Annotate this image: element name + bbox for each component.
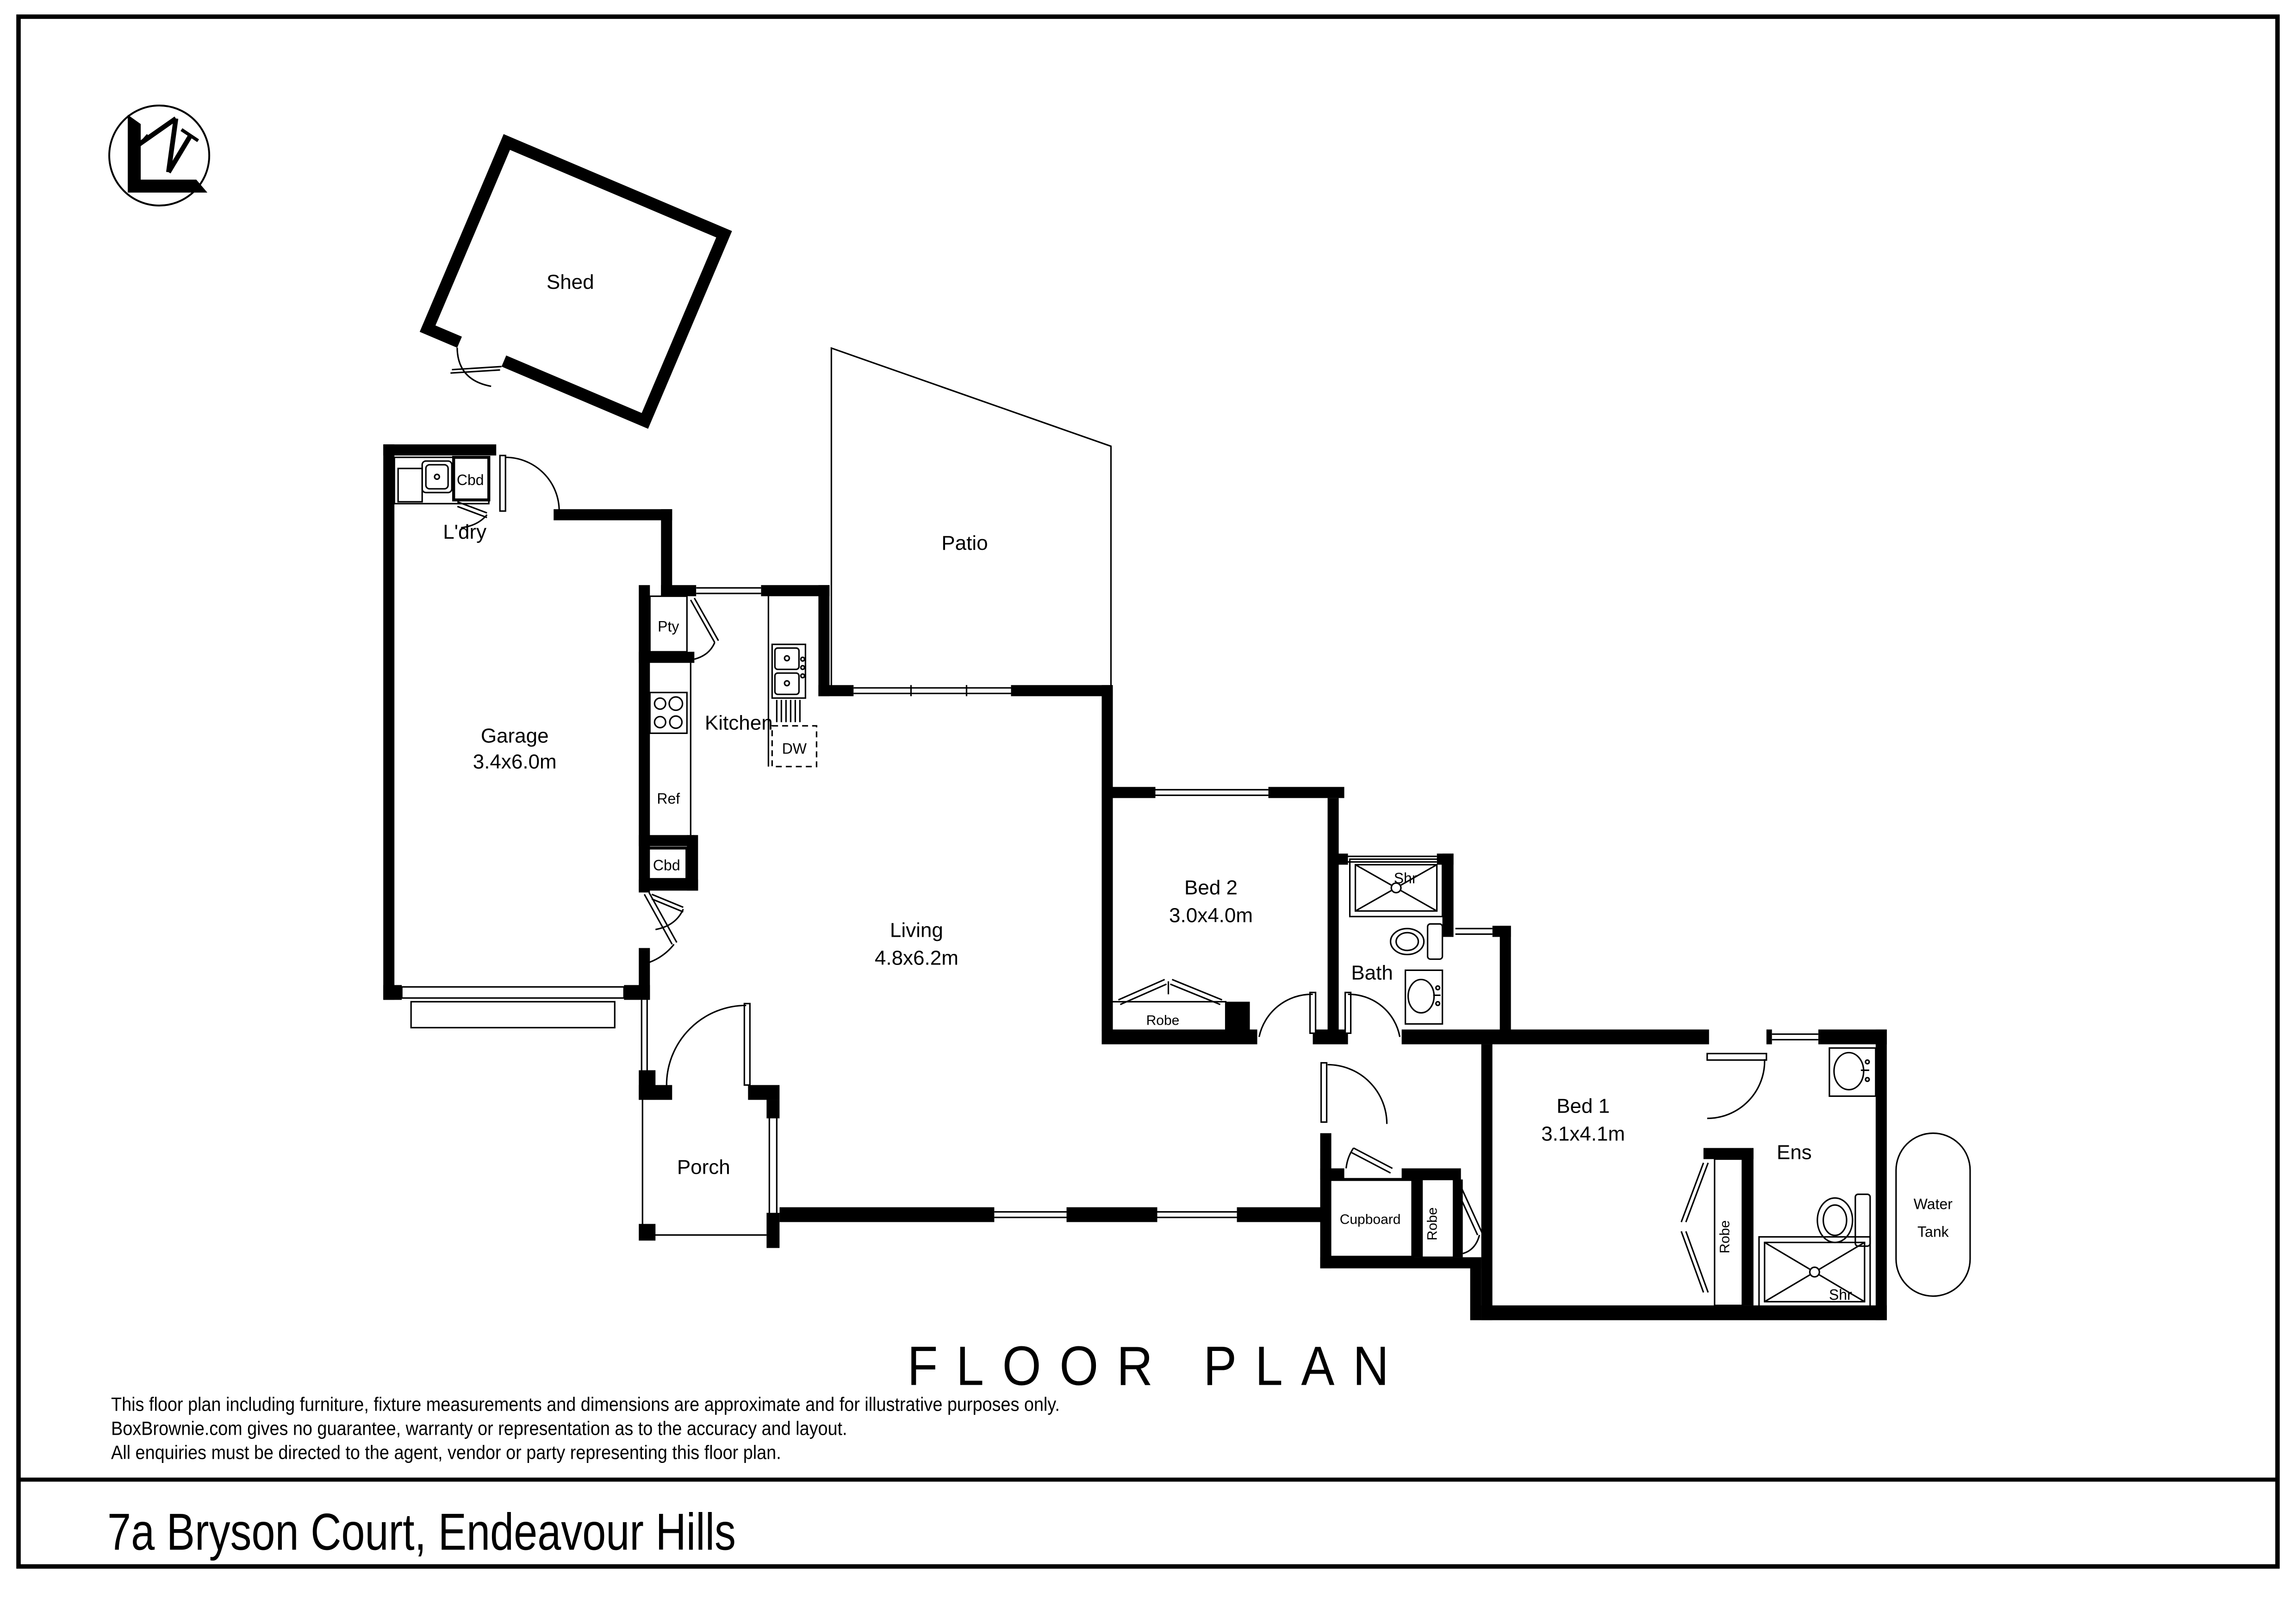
pantry-label: Pty bbox=[658, 618, 679, 635]
shed-door-opening bbox=[456, 336, 507, 368]
patio-outline bbox=[830, 347, 1112, 690]
garage-door bbox=[401, 986, 625, 1029]
ensuite-shower bbox=[1758, 1236, 1871, 1308]
room-labels: L'dry Cbd Garage 3.4x6.0m Pty Kitchen DW… bbox=[443, 472, 1953, 1303]
front-door bbox=[666, 1002, 751, 1086]
bed1-robe bbox=[1680, 1158, 1743, 1307]
dishwasher-label: DW bbox=[782, 740, 807, 757]
ensuite-window bbox=[1772, 1029, 1818, 1045]
bath-shower bbox=[1349, 858, 1444, 917]
living-dims: 4.8x6.2m bbox=[875, 946, 958, 969]
bed1-robe-label: Robe bbox=[1717, 1220, 1733, 1254]
garage-dims: 3.4x6.0m bbox=[473, 750, 557, 773]
shed-door-arc bbox=[456, 348, 492, 387]
ensuite-label: Ens bbox=[1777, 1141, 1812, 1164]
kitchen-cupboard-door bbox=[651, 893, 684, 930]
address-divider bbox=[19, 1477, 2277, 1482]
pantry-door bbox=[690, 597, 719, 660]
bath-toilet bbox=[1390, 923, 1444, 960]
shed: Shed bbox=[419, 134, 732, 429]
cupboard-label: Cupboard bbox=[1340, 1212, 1401, 1227]
patio-label: Patio bbox=[941, 532, 988, 554]
kitchen-sink bbox=[771, 643, 806, 699]
hall-cupboard bbox=[1326, 1178, 1414, 1259]
disclaimer-line-3: All enquiries must be directed to the ag… bbox=[111, 1442, 781, 1463]
fridge-label: Ref bbox=[657, 790, 680, 807]
living-bottom-windows bbox=[994, 1207, 1237, 1222]
shed-label: Shed bbox=[547, 271, 594, 293]
garage-hall-door bbox=[640, 892, 678, 965]
windows bbox=[639, 585, 1818, 1222]
cooktop bbox=[649, 691, 688, 734]
disclaimer-line-2: BoxBrownie.com gives no guarantee, warra… bbox=[111, 1418, 847, 1439]
porch: Porch bbox=[641, 1100, 767, 1236]
bed1-dims: 3.1x4.1m bbox=[1541, 1122, 1625, 1145]
page-border bbox=[16, 14, 2280, 1569]
ensuite-vanity bbox=[1829, 1047, 1877, 1097]
entry-door bbox=[499, 454, 560, 512]
living-label: Living bbox=[890, 919, 943, 941]
cupboard-door bbox=[1345, 1147, 1393, 1174]
walls bbox=[383, 444, 1887, 1320]
bath-vanity bbox=[1405, 969, 1444, 1025]
shed-door-leaf bbox=[450, 366, 502, 374]
porch-label: Porch bbox=[677, 1156, 730, 1179]
bath-door bbox=[1344, 991, 1401, 1037]
living-top-windows bbox=[853, 685, 1011, 697]
boxbrownie-monogram-logo bbox=[108, 105, 211, 207]
bath-shower-label: Shr bbox=[1394, 870, 1417, 886]
hall-robe bbox=[1421, 1178, 1455, 1258]
laundry-cupboard-label: Cbd bbox=[457, 472, 484, 488]
water-tank-label-1: Water bbox=[1914, 1196, 1953, 1213]
pantry-box bbox=[649, 595, 688, 653]
water-tank-label-2: Tank bbox=[1917, 1224, 1949, 1240]
sink-drainer bbox=[776, 700, 801, 722]
bed2-robe-label: Robe bbox=[1146, 1013, 1180, 1028]
garage-side-window bbox=[639, 1000, 650, 1070]
kitchen-cupboard-label: Cbd bbox=[653, 857, 680, 873]
kitchen-cupboard bbox=[647, 846, 689, 881]
patio: Patio bbox=[830, 347, 1112, 690]
floor-plan-title: FLOOR PLAN bbox=[907, 1335, 1407, 1397]
disclaimer-line-1: This floor plan including furniture, fix… bbox=[111, 1394, 1060, 1415]
notch-window bbox=[1455, 926, 1493, 937]
ensuite-toilet bbox=[1817, 1193, 1871, 1247]
bed2-dims: 3.0x4.0m bbox=[1169, 904, 1253, 927]
washing-machine bbox=[397, 467, 423, 503]
bed2-door bbox=[1258, 991, 1317, 1037]
bed2-window bbox=[1155, 787, 1269, 798]
laundry-label: L'dry bbox=[443, 521, 486, 543]
water-tank-outline bbox=[1895, 1132, 1971, 1297]
hall-robe-door bbox=[1456, 1188, 1483, 1255]
hall-robe-label: Robe bbox=[1425, 1207, 1440, 1241]
laundry-bench bbox=[393, 456, 490, 504]
ensuite-shower-label: Shr bbox=[1829, 1287, 1852, 1303]
kitchen-window bbox=[696, 585, 761, 597]
kitchen-label: Kitchen bbox=[705, 711, 773, 734]
dishwasher-outline bbox=[771, 725, 817, 767]
hall-door bbox=[1320, 1062, 1388, 1124]
footer: FLOOR PLAN This floor plan including fur… bbox=[19, 1335, 2277, 1561]
fixtures bbox=[393, 456, 1971, 1308]
bed2-robe bbox=[1110, 978, 1227, 1033]
doors bbox=[457, 454, 1767, 1255]
laundry-trough bbox=[421, 460, 453, 493]
bed2-label: Bed 2 bbox=[1184, 876, 1238, 899]
bed1-exterior-door bbox=[1706, 1052, 1767, 1120]
porch-side-window bbox=[766, 1118, 780, 1213]
kitchen-bench-edge bbox=[690, 596, 769, 835]
bath-label: Bath bbox=[1351, 961, 1393, 984]
address-text: 7a Bryson Court, Endeavour Hills bbox=[107, 1503, 736, 1561]
bed1-label: Bed 1 bbox=[1556, 1095, 1610, 1117]
garage-label: Garage bbox=[481, 724, 549, 747]
